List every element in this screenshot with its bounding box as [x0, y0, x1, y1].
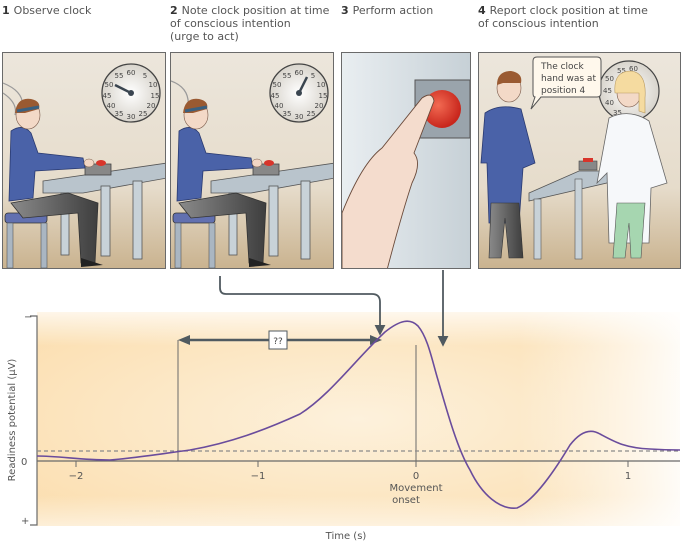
svg-text:45: 45: [103, 92, 112, 100]
x-tick-label: 0: [413, 471, 419, 482]
svg-text:10: 10: [317, 81, 326, 89]
svg-text:15: 15: [319, 92, 328, 100]
svg-text:20: 20: [147, 102, 156, 110]
svg-text:50: 50: [605, 75, 614, 83]
scene-illustration: 55 60 50 45 40 35 The clock hand was at …: [479, 53, 680, 268]
svg-text:40: 40: [275, 102, 284, 110]
svg-text:60: 60: [295, 69, 304, 77]
scene-illustration: 60 5 10 15 20 25 30 35 40 45 50 55: [3, 53, 165, 268]
svg-text:45: 45: [603, 87, 612, 95]
svg-text:45: 45: [271, 92, 280, 100]
step-text: Perform action: [352, 4, 434, 17]
svg-text:40: 40: [605, 99, 614, 107]
svg-text:35: 35: [613, 109, 622, 117]
svg-text:50: 50: [105, 81, 114, 89]
clock-icon: 60 5 10 15 20 25 30 35 40 45 50 55: [269, 63, 329, 123]
y-axis: [30, 315, 38, 526]
step-number: 1: [2, 4, 10, 17]
svg-text:60: 60: [127, 69, 136, 77]
readiness-potential-curve: [36, 320, 681, 509]
svg-text:35: 35: [115, 110, 124, 118]
svg-text:40: 40: [107, 102, 116, 110]
interval-label-box: [268, 330, 288, 350]
panel-report-clock: 55 60 50 45 40 35 The clock hand was at …: [478, 52, 681, 269]
svg-text:5: 5: [143, 72, 147, 80]
svg-text:30: 30: [295, 113, 304, 121]
svg-text:30: 30: [127, 113, 136, 121]
svg-text:55: 55: [617, 67, 626, 75]
x-tick-label: 1: [625, 471, 631, 482]
svg-text:50: 50: [273, 81, 282, 89]
svg-text:25: 25: [139, 110, 148, 118]
movement-onset-label-line1: Movement: [390, 483, 443, 494]
y-tick-label: 0: [21, 457, 27, 468]
step-number: 2: [170, 4, 178, 17]
clock-icon: 60 5 10 15 20 25 30 35 40 45 50 55: [101, 63, 161, 123]
x-tick-label: −1: [251, 471, 266, 482]
interval-label: ??: [273, 337, 283, 347]
chart-background: [37, 312, 680, 526]
step-text: of conscious intention: [170, 17, 291, 30]
y-tick-label: −: [24, 312, 32, 323]
step-number: 3: [341, 4, 349, 17]
svg-text:55: 55: [115, 72, 124, 80]
step-text: Report clock position at time: [489, 4, 648, 17]
speech-bubble: The clock hand was at position 4: [530, 56, 602, 110]
intention-connector-arrow: [219, 276, 386, 336]
speech-text: position 4: [541, 86, 586, 96]
step-text: of conscious intention: [478, 17, 599, 30]
panel-note-clock: 60 5 10 15 20 25 30 35 40 45 50 55: [170, 52, 334, 269]
svg-text:60: 60: [629, 65, 638, 73]
y-axis-label: Readiness potential (μV): [7, 359, 18, 482]
svg-text:5: 5: [311, 72, 315, 80]
x-tick-label: −2: [69, 471, 84, 482]
svg-text:25: 25: [307, 110, 316, 118]
panel-perform-action: [341, 52, 471, 269]
y-tick-label: +: [21, 516, 29, 527]
movement-onset-label-line2: onset: [392, 495, 420, 506]
step-number: 4: [478, 4, 486, 17]
scene-illustration: 60 5 10 15 20 25 30 35 40 45 50 55: [171, 53, 333, 268]
step-text: (urge to act): [170, 30, 239, 43]
speech-text: hand was at: [541, 74, 596, 84]
svg-text:15: 15: [151, 92, 160, 100]
step-text: Note clock position at time: [181, 4, 330, 17]
step-text: Observe clock: [13, 4, 92, 17]
speech-text: The clock: [540, 62, 585, 72]
svg-text:55: 55: [283, 72, 292, 80]
svg-text:10: 10: [149, 81, 158, 89]
svg-text:20: 20: [315, 102, 324, 110]
pointing-hand-icon: [342, 94, 435, 268]
svg-text:35: 35: [283, 110, 292, 118]
x-axis-label: Time (s): [325, 531, 367, 542]
panel-observe-clock: 60 5 10 15 20 25 30 35 40 45 50 55: [2, 52, 166, 269]
scene-illustration: [342, 53, 470, 268]
